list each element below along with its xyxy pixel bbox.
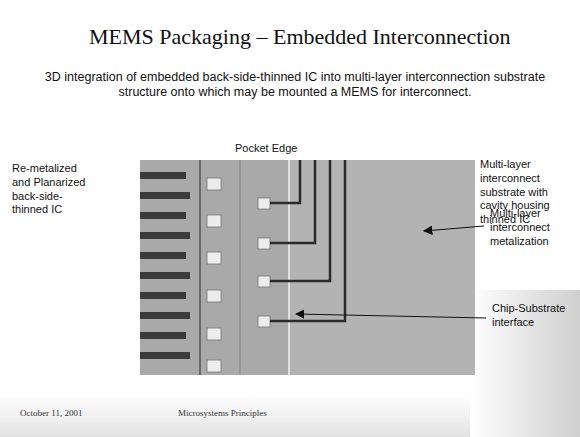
footer-course: Microsystems Principles (178, 408, 267, 418)
footer-band (0, 395, 470, 437)
callout-label: Re-metalized and Planarized back-side-th… (12, 162, 90, 217)
callout-label: Chip-Substrate interface (492, 302, 576, 330)
callout-label: Multi-layer interconnect metalization (490, 207, 576, 248)
leader-arrow (424, 226, 484, 231)
side-band (470, 290, 580, 437)
micrograph (140, 160, 475, 375)
footer-date: October 11, 2001 (20, 408, 82, 418)
slide-title: MEMS Packaging – Embedded Interconnectio… (89, 24, 511, 50)
subtitle: 3D integration of embedded back-side-thi… (40, 70, 550, 100)
callout-label: Pocket Edge (235, 142, 315, 156)
leader-arrow (296, 314, 486, 318)
